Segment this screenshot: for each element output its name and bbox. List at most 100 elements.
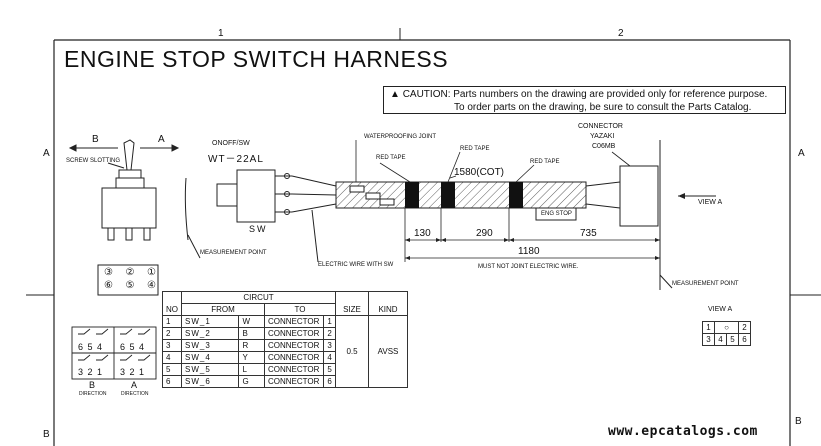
- row-pin: 3: [323, 339, 336, 352]
- direction-tr: 6 5 4: [120, 342, 146, 352]
- pin-5: ⑤: [125, 280, 135, 291]
- row-color: W: [238, 315, 265, 328]
- warning-icon: ▲: [390, 89, 400, 100]
- toggle-switch-drawing: [68, 139, 180, 241]
- caution-box: ▲ CAUTION: Parts numbers on the drawing …: [383, 86, 786, 114]
- measurement-point-2-label: MEASUREMENT POINT: [672, 281, 739, 287]
- col-size-header: SIZE: [335, 291, 369, 316]
- dim-735: 735: [580, 228, 597, 239]
- cell: 6: [738, 333, 751, 346]
- size-value: 0.5: [335, 315, 369, 388]
- row-from: SW_2: [180, 327, 240, 340]
- pin-4: ④: [147, 280, 156, 291]
- direction-bl: 3 2 1: [78, 367, 104, 377]
- waterproofing-label: WATERPROOFING JOINT: [364, 134, 436, 140]
- eng-stop-label: ENG STOP: [541, 211, 572, 217]
- pin-layout-box: [97, 264, 159, 296]
- pin-2: ②: [125, 267, 135, 278]
- cell-lock: ○: [714, 321, 739, 334]
- row-no: 4: [162, 351, 182, 364]
- row-from: SW_1: [180, 315, 240, 328]
- row-pin: 2: [323, 327, 336, 340]
- yazaki-label: YAZAKI: [590, 133, 615, 140]
- cell: 1: [702, 321, 715, 334]
- row-to: CONNECTOR: [263, 327, 325, 340]
- cell: 4: [714, 333, 727, 346]
- c06mb-label: C06MB: [592, 143, 616, 150]
- sw-label: SW: [249, 224, 268, 234]
- row-color: Y: [238, 351, 265, 364]
- row-from: SW_5: [180, 363, 240, 376]
- switch-model-label: WT－22AL: [208, 154, 264, 165]
- row-no: 6: [162, 375, 182, 388]
- table-row: 1 SW_1 W CONNECTOR 1 0.5 AVSS: [162, 315, 408, 388]
- row-no: 5: [162, 363, 182, 376]
- grid-label-a-left: A: [43, 148, 50, 159]
- pin-row-bottom: ⑥ ⑤ ④: [104, 280, 156, 291]
- cell: 5: [726, 333, 739, 346]
- cell: 3: [702, 333, 715, 346]
- circuit-table: NO CIRCUT SIZE KIND FROM TO 1 SW_1 W CON…: [162, 291, 408, 388]
- grid-label-a-right: A: [798, 148, 805, 159]
- view-a-table: 1 ○ 2 3 4 5 6: [702, 321, 751, 346]
- row-color: B: [238, 327, 265, 340]
- row-to: CONNECTOR: [263, 315, 325, 328]
- circle-icon: ○: [724, 323, 729, 332]
- direction-diagram: [71, 326, 157, 380]
- arrow-b-label: B: [92, 134, 99, 145]
- col-kind-header: KIND: [368, 291, 408, 316]
- row-from: SW_4: [180, 351, 240, 364]
- col-from-header: FROM: [181, 303, 265, 316]
- row-to: CONNECTOR: [263, 351, 325, 364]
- row-pin: 5: [323, 363, 336, 376]
- watermark-link[interactable]: www.epcatalogs.com: [608, 424, 758, 439]
- row-color: R: [238, 339, 265, 352]
- row-no: 1: [162, 315, 182, 328]
- col-no-header: NO: [162, 291, 182, 316]
- view-a-arrow-label: VIEW A: [698, 199, 723, 206]
- dim-130: 130: [414, 228, 431, 239]
- red-tape-label-3: RED TAPE: [530, 159, 560, 165]
- red-tape-label-1: RED TAPE: [376, 155, 406, 161]
- col-to-header: TO: [264, 303, 336, 316]
- harness-drawing: [335, 140, 716, 290]
- direction-text-a: DIRECTION: [121, 391, 149, 397]
- direction-tl: 6 5 4: [78, 342, 104, 352]
- length-cot-label: 1580(COT): [454, 167, 505, 178]
- cell: 2: [738, 321, 751, 334]
- red-tape-label-2: RED TAPE: [460, 146, 490, 152]
- table-row: 5 SW_5 L CONNECTOR 5: [162, 363, 408, 376]
- table-row: 6 SW_6 G CONNECTOR 6: [162, 375, 408, 388]
- direction-label-a: A: [131, 380, 138, 390]
- kind-value: AVSS: [368, 315, 408, 388]
- grid-label-2: 2: [618, 28, 624, 39]
- pin-1: ①: [147, 267, 156, 278]
- caution-line-2: To order parts on the drawing, be sure t…: [454, 102, 752, 113]
- row-color: G: [238, 375, 265, 388]
- row-to: CONNECTOR: [263, 375, 325, 388]
- grid-label-b-right: B: [795, 416, 802, 427]
- row-color: L: [238, 363, 265, 376]
- connector-label: CONNECTOR: [578, 123, 623, 130]
- must-not-joint-label: MUST NOT JOINT ELECTRIC WIRE.: [478, 264, 579, 270]
- row-from: SW_3: [180, 339, 240, 352]
- page-title: ENGINE STOP SWITCH HARNESS: [64, 46, 449, 72]
- measurement-point-label: MEASUREMENT POINT: [200, 250, 267, 256]
- row-to: CONNECTOR: [263, 363, 325, 376]
- pin-row-top: ③ ② ①: [104, 267, 156, 278]
- dim-1180: 1180: [518, 246, 540, 257]
- electric-wire-label: ELECTRIC WIRE WITH SW: [318, 262, 394, 268]
- row-no: 3: [162, 339, 182, 352]
- direction-br: 3 2 1: [120, 367, 146, 377]
- table-row: 3 SW_3 R CONNECTOR 3: [162, 339, 408, 352]
- arrow-a-label: A: [158, 134, 165, 145]
- row-pin: 1: [323, 315, 336, 328]
- caution-line-1: CAUTION: Parts numbers on the drawing ar…: [402, 89, 768, 100]
- circuit-header: CIRCUT: [181, 291, 336, 304]
- grid-label-b-left: B: [43, 429, 50, 440]
- pin-6: ⑥: [104, 280, 113, 291]
- screw-slotting-label: SCREW SLOTTING: [66, 158, 121, 164]
- dim-290: 290: [476, 228, 493, 239]
- grid-label-1: 1: [218, 28, 224, 39]
